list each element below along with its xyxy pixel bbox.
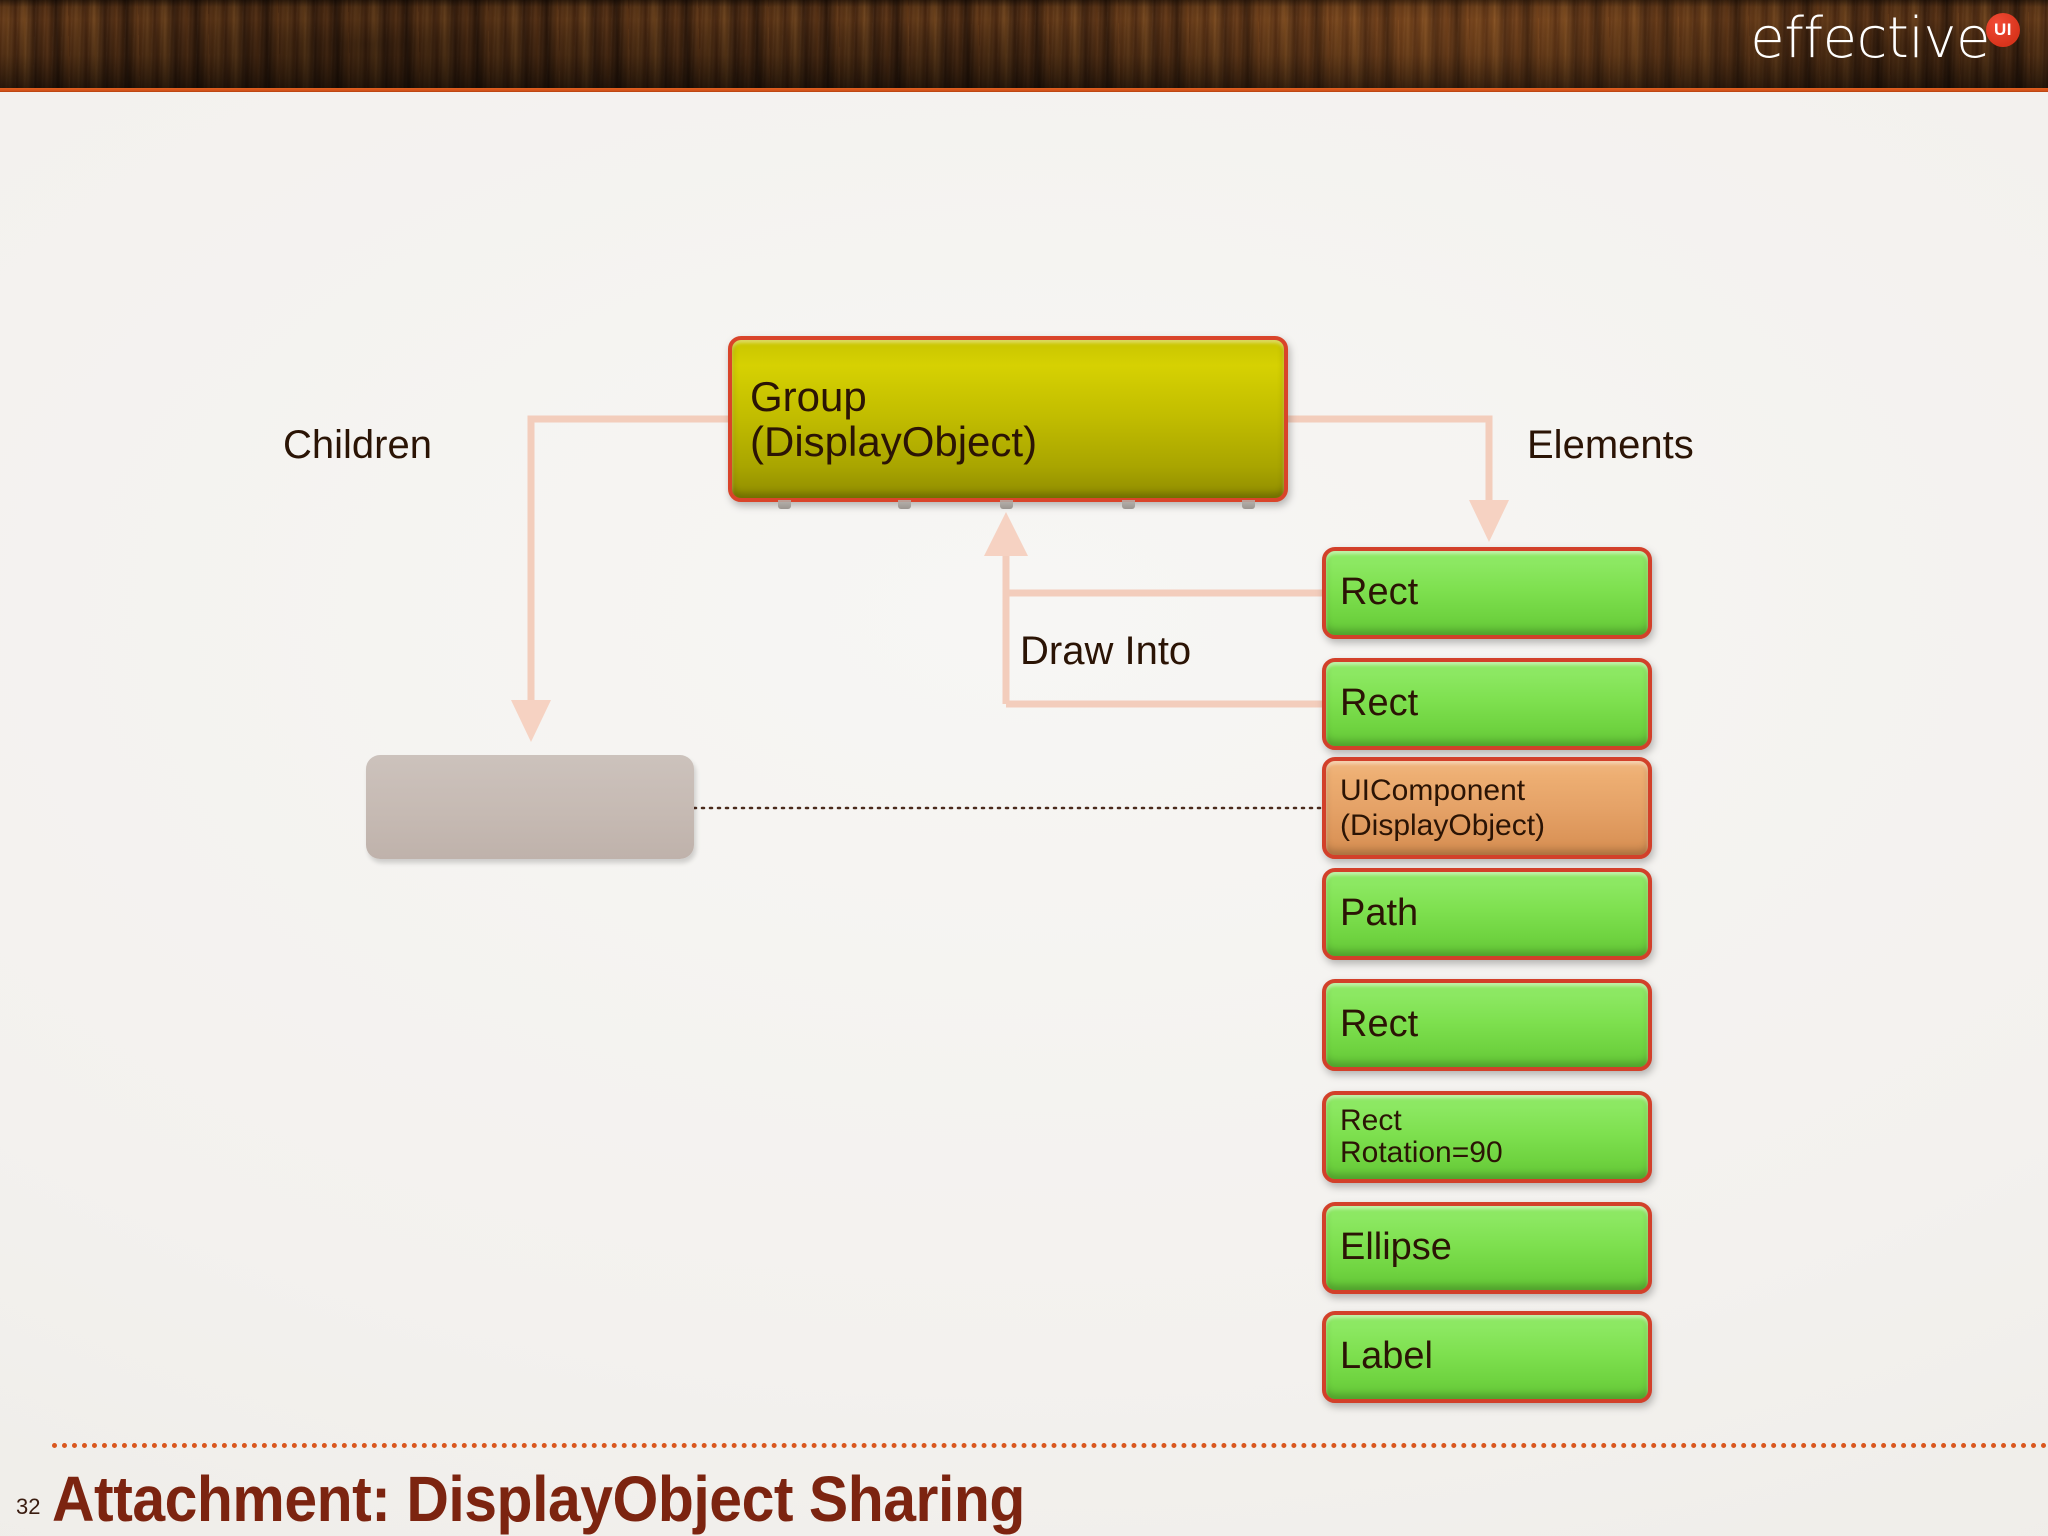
- brand-name: effective: [1750, 6, 1990, 71]
- draw-into-connector: [984, 512, 1322, 708]
- node-group-line2: (DisplayObject): [750, 418, 1038, 465]
- slide-title: Attachment: DisplayObject Sharing: [52, 1463, 1025, 1535]
- elements-connector: [1288, 415, 1509, 542]
- label-children: Children: [283, 423, 432, 467]
- label-draw-into: Draw Into: [1020, 629, 1192, 673]
- node-element-5-line2: Rotation=90: [1340, 1136, 1503, 1169]
- children-connector: [511, 415, 728, 742]
- connection-point-nub: [778, 500, 791, 509]
- node-element-0[interactable]: Rect: [1322, 547, 1652, 639]
- node-element-2-line2: (DisplayObject): [1340, 809, 1546, 842]
- connection-point-nub: [1242, 500, 1255, 509]
- footer-divider: [52, 1443, 2048, 1448]
- node-element-5-line1: Rect: [1340, 1103, 1402, 1137]
- node-element-2[interactable]: UIComponent (DisplayObject): [1322, 757, 1652, 859]
- node-element-5[interactable]: Rect Rotation=90: [1322, 1091, 1652, 1183]
- connection-point-nub: [898, 500, 911, 509]
- header-banner: [0, 0, 2048, 88]
- brand-badge-icon: UI: [1986, 13, 2020, 47]
- node-group-line1: Group: [750, 372, 867, 420]
- node-group[interactable]: Group (DisplayObject): [728, 336, 1288, 502]
- node-element-1[interactable]: Rect: [1322, 658, 1652, 750]
- page-number: 32: [16, 1494, 41, 1519]
- connection-point-nub: [1000, 500, 1013, 509]
- wood-grain-texture: [0, 0, 2048, 88]
- node-element-4[interactable]: Rect: [1322, 979, 1652, 1071]
- node-element-1-line1: Rect: [1340, 682, 1419, 725]
- node-placeholder[interactable]: [366, 755, 694, 859]
- header-accent-rule: [0, 88, 2048, 92]
- node-element-6-line1: Ellipse: [1340, 1226, 1452, 1269]
- node-element-4-line1: Rect: [1340, 1003, 1419, 1046]
- node-element-7[interactable]: Label: [1322, 1311, 1652, 1403]
- node-element-3[interactable]: Path: [1322, 868, 1652, 960]
- node-element-3-line1: Path: [1340, 892, 1419, 935]
- label-elements: Elements: [1527, 423, 1694, 467]
- node-element-7-line1: Label: [1340, 1335, 1433, 1378]
- node-element-6[interactable]: Ellipse: [1322, 1202, 1652, 1294]
- node-element-2-line1: UIComponent: [1340, 773, 1526, 807]
- connection-point-nub: [1122, 500, 1135, 509]
- brand-logo: effective UI: [1750, 11, 2020, 67]
- node-element-0-line1: Rect: [1340, 571, 1419, 614]
